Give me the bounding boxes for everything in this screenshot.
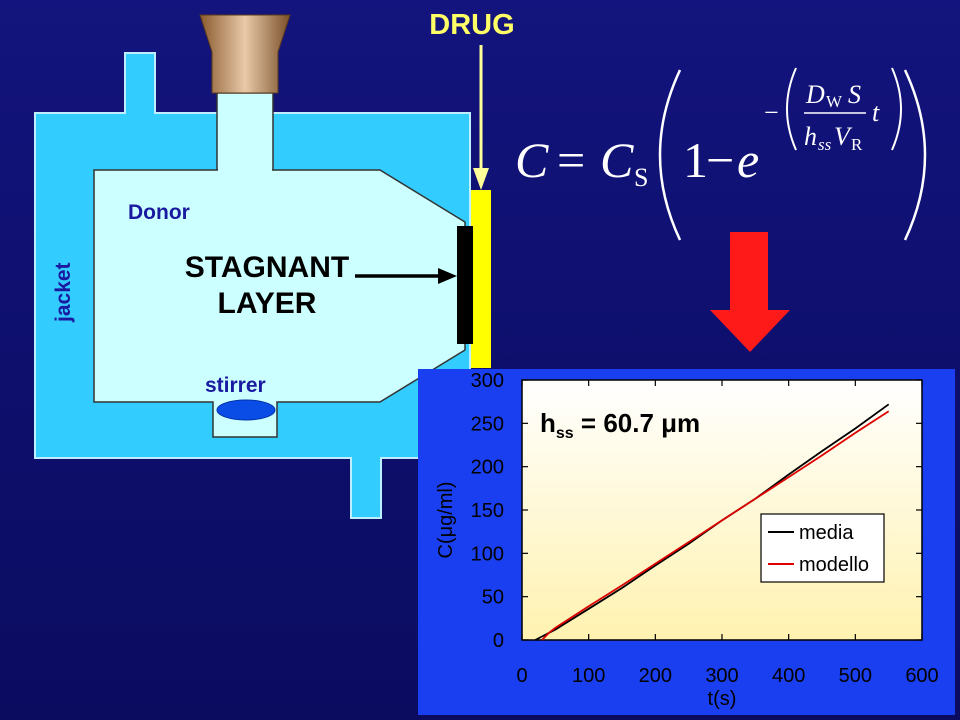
x-tick-label: 600 bbox=[905, 665, 938, 687]
y-tick-label: 50 bbox=[482, 587, 504, 609]
eq-minus: − bbox=[706, 132, 734, 188]
stirrer-bar bbox=[216, 399, 276, 421]
annotation-sub: ss bbox=[556, 425, 574, 442]
annotation-value: = 60.7 μm bbox=[574, 408, 700, 438]
eq-cs: C bbox=[600, 132, 634, 188]
x-tick-label: 300 bbox=[705, 665, 738, 687]
x-tick-label: 200 bbox=[639, 665, 672, 687]
legend: media modello bbox=[760, 513, 885, 583]
eq-h: h bbox=[804, 122, 817, 151]
eq-exp-minus: − bbox=[764, 98, 779, 127]
chart-panel: 0 50 100 150 200 250 300 0 100 200 300 400 500 600 t(s… bbox=[418, 369, 955, 715]
series-line-media bbox=[534, 403, 890, 641]
y-tick-label: 200 bbox=[471, 457, 504, 479]
x-tick-label: 100 bbox=[572, 665, 605, 687]
y-axis-label: C(μg/ml) bbox=[435, 481, 457, 558]
chart-annotation: hss = 60.7 μm bbox=[540, 408, 700, 442]
stirrer-label: stirrer bbox=[205, 374, 266, 397]
y-tick-label: 100 bbox=[471, 543, 504, 565]
eq-cs-subscript: S bbox=[634, 163, 648, 192]
eq-volume-subscript: R bbox=[851, 135, 863, 154]
eq-dw-subscript: W bbox=[826, 92, 843, 111]
drug-arrow bbox=[473, 45, 489, 190]
eq-e: e bbox=[737, 132, 759, 188]
eq-time: t bbox=[872, 98, 880, 127]
membrane-dark bbox=[457, 226, 473, 344]
eq-dw: D bbox=[805, 80, 825, 109]
eq-equals: = bbox=[557, 132, 585, 188]
eq-right-paren bbox=[903, 69, 927, 241]
down-arrow-icon bbox=[710, 232, 790, 352]
eq-one: 1 bbox=[683, 132, 708, 188]
eq-exp-right-paren bbox=[891, 67, 902, 151]
x-axis-label: t(s) bbox=[708, 688, 737, 710]
eq-h-subscript: ss bbox=[818, 135, 832, 154]
drug-label: DRUG bbox=[429, 9, 514, 41]
donor-label: Donor bbox=[128, 201, 190, 224]
membrane-yellow bbox=[471, 190, 491, 368]
x-tick-label: 0 bbox=[516, 665, 527, 687]
y-tick-label: 150 bbox=[471, 500, 504, 522]
annotation-h: h bbox=[540, 408, 556, 438]
legend-box bbox=[760, 513, 885, 583]
y-tick-label: 250 bbox=[471, 413, 504, 435]
eq-area: S bbox=[848, 80, 861, 109]
stagnant-label-line1: STAGNANT bbox=[185, 251, 349, 284]
x-tick-label: 500 bbox=[839, 665, 872, 687]
plot-area bbox=[521, 379, 923, 641]
donor-neck-fill bbox=[218, 94, 272, 174]
concentration-chart: 0 50 100 150 200 250 300 0 100 200 300 400 500 600 t(s… bbox=[435, 370, 939, 710]
stagnant-label-line2: LAYER bbox=[218, 287, 317, 320]
stopper-body bbox=[199, 14, 291, 94]
jacket-label: jacket bbox=[52, 262, 75, 323]
eq-exp-left-paren bbox=[786, 67, 797, 151]
eq-left-paren bbox=[658, 69, 682, 241]
stopper bbox=[199, 14, 291, 94]
eq-concentration: C bbox=[515, 132, 549, 188]
y-tick-label: 300 bbox=[471, 370, 504, 392]
x-tick-label: 400 bbox=[772, 665, 805, 687]
stagnant-arrow bbox=[355, 268, 457, 284]
legend-label-media: media bbox=[799, 522, 854, 544]
series-line-modello bbox=[541, 410, 890, 641]
eq-volume: V bbox=[834, 122, 853, 151]
legend-label-modello: modello bbox=[799, 554, 869, 576]
y-tick-label: 0 bbox=[493, 630, 504, 652]
